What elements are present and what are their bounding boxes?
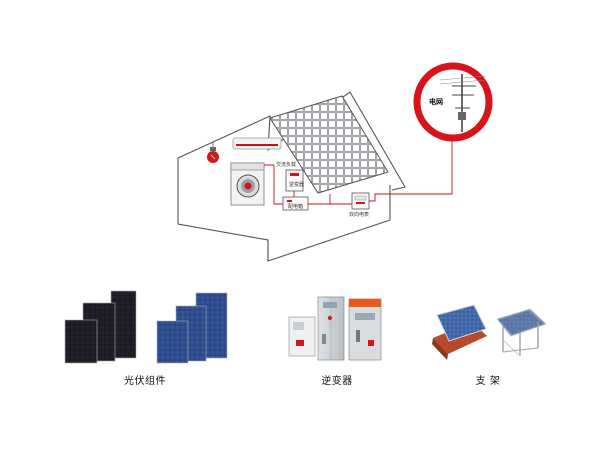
house-inverter-label: 逆变器 <box>289 181 304 188</box>
washing-machine-icon <box>230 162 265 206</box>
roof-solar-panel <box>269 95 389 194</box>
distribution-box-label: 配电箱 <box>288 203 303 210</box>
inverters-image <box>288 296 382 361</box>
bidirectional-meter-label: 双向电表 <box>349 211 369 218</box>
bidirectional-meter <box>351 192 370 210</box>
house-inverter-box <box>285 169 304 192</box>
grid-label: 电网 <box>429 97 443 106</box>
mounting-brackets-caption: 支 架 <box>476 375 501 387</box>
ac-load-label: 交流负载 <box>276 161 296 168</box>
inverters-caption: 逆变器 <box>321 374 353 387</box>
pv-modules-image <box>64 290 228 364</box>
pv-modules-caption: 光伏组件 <box>124 374 166 387</box>
air-conditioner-icon <box>232 137 282 150</box>
distribution-box <box>282 196 309 211</box>
power-wiring <box>264 120 453 205</box>
mounting-brackets-image <box>432 304 547 360</box>
power-grid-sign <box>413 62 493 142</box>
light-bulb-icon <box>207 142 219 163</box>
